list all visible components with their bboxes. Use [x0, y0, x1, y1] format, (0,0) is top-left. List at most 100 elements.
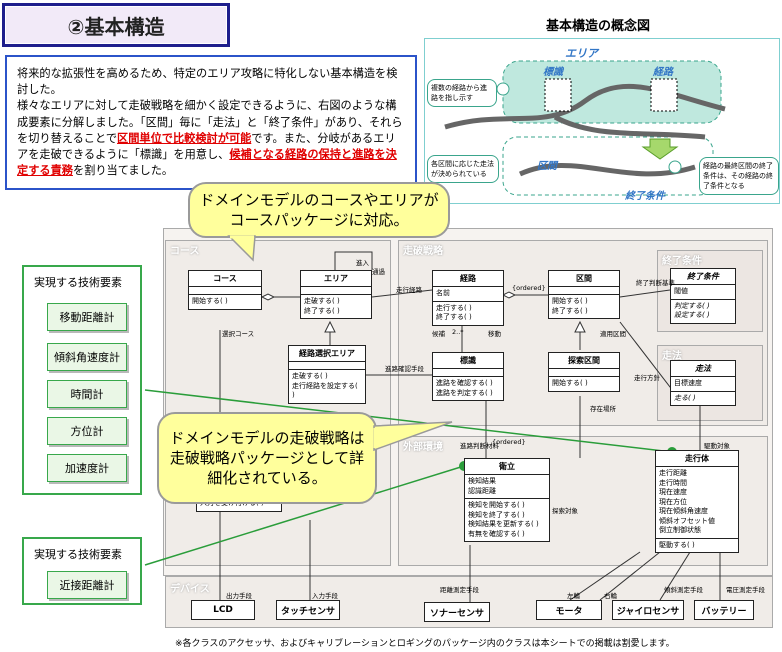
class-vehicle-attr: 現在傾斜角速度: [659, 507, 708, 515]
label-move: 移動: [488, 330, 501, 338]
section-line: [518, 162, 696, 177]
label-right-wheel: 右輪: [604, 592, 617, 600]
title-bar: ②基本構造: [2, 3, 230, 47]
tech-link-2: [144, 465, 465, 566]
intro-line1: 将来的な拡張性を高めるため、特定のエリア攻略に特化しない基本構造を検討した。: [17, 67, 398, 97]
class-runmethod-op: 走る( ): [674, 393, 696, 402]
class-vehicle-attr: 現在速度: [659, 488, 687, 496]
class-guard: 衛立 検知結果認識距離 検知を開始する( ) 検知を終了する( ) 検知結果を更…: [464, 458, 550, 542]
class-sign-name: 標識: [433, 353, 503, 369]
class-sign-op: 進路を確認する( ): [436, 379, 493, 387]
assoc-motor-right: [599, 551, 661, 601]
tech-item-distance: 移動距離計: [47, 303, 127, 331]
assoc-motor-left: [569, 551, 641, 601]
label-search-target: 探索対象: [552, 507, 578, 515]
device-battery: バッテリー: [694, 600, 754, 620]
label-left-wheel: 左輪: [567, 592, 580, 600]
concept-route-label: 経路: [653, 67, 673, 78]
tech-item-tilt: 傾斜角速度計: [47, 343, 127, 371]
concept-note-left-top: 複数の経路から進路を指し示す: [427, 79, 497, 107]
class-sign-op: 進路を判定する( ): [436, 388, 493, 397]
aggregation-icon: [501, 291, 517, 299]
intro-line2a: 様々なエリアに対して走破戦略を細かく設定できるように、右図のような構成要素に分解…: [17, 99, 403, 145]
label-route-judge: 進路確認手段: [385, 365, 424, 373]
tech-title-1: 実現する技術要素: [34, 276, 122, 289]
class-route-area-op: 走行経路を設定する( ): [292, 381, 358, 400]
class-route-area-op: 走破する( ): [292, 372, 328, 380]
class-guard-op: 検知を終了する( ): [468, 510, 525, 519]
class-section-op: 開始する( ): [552, 297, 588, 305]
class-route: 経路 名前 走行する( )終了する( ): [432, 270, 504, 326]
gen-arrow-icon: [324, 320, 336, 333]
class-vehicle: 走行体 走行距離 走行時間 現在速度 現在方位 現在傾斜角速度 傾斜オフセット値…: [655, 450, 739, 553]
callout-top-pointer: [227, 235, 256, 262]
class-route-name: 経路: [433, 271, 503, 287]
class-runmethod: 走法 目標速度 走る( ): [670, 360, 736, 406]
class-area: エリア 走破する( )終了する( ): [300, 270, 372, 319]
callout-bottom: ドメインモデルの走破戦略は走破戦略パッケージとして詳細化されている。: [157, 412, 377, 504]
package-course-label: コース: [170, 246, 200, 257]
label-run-way: 走行方針: [634, 374, 660, 382]
node-icon: [496, 82, 510, 96]
class-area-name: エリア: [301, 271, 371, 287]
class-vehicle-attr: 現在方位: [659, 497, 687, 506]
concept-note-right: 経路の最終区間の終了条件は、その経路の終了条件となる: [699, 157, 779, 195]
class-section: 区間 開始する( )終了する( ): [548, 270, 620, 319]
class-endcond: 終了条件 閾値 判定する( )設定する( ): [670, 268, 736, 324]
tech-box-2: 実現する技術要素 近接距離計: [22, 537, 142, 605]
class-guard-attr: 認識距離: [468, 486, 496, 495]
class-guard-op: 検知結果を更新する( ): [468, 520, 539, 528]
label-output: 出力手段: [226, 592, 252, 600]
class-endcond-op: 設定する( ): [674, 311, 710, 319]
label-tilt-measure: 傾斜測定手段: [664, 586, 703, 594]
tech-link-1: [144, 389, 673, 453]
label-select-course: 選択コース: [222, 330, 255, 338]
class-route-op: 走行する( ): [436, 303, 472, 312]
package-runway-label: 走法: [662, 351, 682, 362]
footer-note: ※各クラスのアクセッサ、およびキャリブレーションとロギングのパッケージ内のクラス…: [175, 639, 675, 649]
class-area-op: 終了する( ): [304, 306, 340, 315]
label-run-route: 走行経路: [396, 286, 422, 294]
concept-section-label: 区間: [537, 161, 557, 172]
concept-diagram: エリア 標識 経路 区間 終了条件 複数の経路から進路を指し示す 各区間に応じた…: [424, 38, 780, 204]
class-route-op: 終了する( ): [436, 313, 472, 321]
class-vehicle-attr: 走行距離: [659, 469, 687, 477]
concept-sign-label: 標識: [543, 67, 563, 78]
class-course: コース 開始する( ): [188, 270, 262, 310]
concept-area-label: エリア: [565, 47, 598, 60]
callout-bottom-pointer: [373, 421, 453, 452]
concept-title: 基本構造の概念図: [545, 19, 650, 34]
label-store-place: 存在場所: [590, 405, 616, 413]
device-lcd: LCD: [191, 600, 255, 620]
class-route-area-name: 経路選択エリア: [289, 346, 365, 362]
down-arrow-icon: [641, 138, 679, 160]
device-sonar-sensor: ソナーセンサ: [424, 602, 490, 622]
package-endcond-label: 終了条件: [662, 256, 702, 267]
class-vehicle-attr: 走行時間: [659, 478, 687, 487]
label-drive-target: 駆動対象: [704, 442, 730, 450]
class-search-section-name: 探索区間: [549, 353, 619, 369]
intro-line2c: を割り当てました。: [72, 164, 174, 178]
gen-arrow-icon: [574, 320, 586, 333]
class-course-name: コース: [189, 271, 261, 287]
label-input: 入力手段: [312, 592, 338, 600]
class-runmethod-name: 走法: [671, 361, 735, 377]
class-section-name: 区間: [549, 271, 619, 287]
label-ordered2: {ordered}: [492, 438, 526, 446]
label-volt-measure: 電圧測定手段: [726, 586, 765, 594]
label-end-judge: 終了判断基準: [636, 279, 675, 287]
label-branch-mult: 2..*: [452, 328, 464, 336]
class-route-area: 経路選択エリア 走破する( )走行経路を設定する( ): [288, 345, 366, 404]
sign-marker: [544, 78, 572, 112]
class-search-section: 探索区間 開始する( ): [548, 352, 620, 392]
node-icon: [668, 160, 682, 174]
label-apply-section: 適用区間: [600, 330, 626, 338]
aggregation-icon: [260, 293, 276, 301]
intro-highlight1: 区間単位で比較検討が可能: [117, 131, 252, 145]
class-section-op: 終了する( ): [552, 306, 588, 315]
assoc-area-self: [334, 251, 373, 270]
class-runmethod-attr: 目標速度: [671, 377, 735, 392]
route-marker: [650, 78, 678, 112]
label-pass: 通過: [372, 268, 385, 276]
tech-item-proximity: 近接距離計: [47, 571, 127, 599]
